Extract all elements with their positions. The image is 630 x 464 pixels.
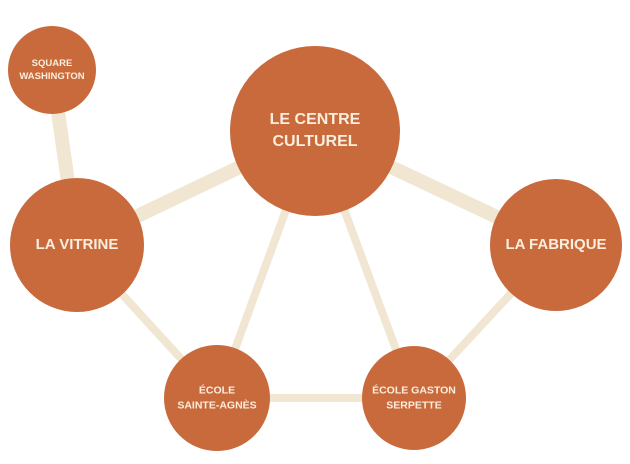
node-label: CULTUREL [272, 133, 357, 150]
nodes-layer: SQUARE WASHINGTON LE CENTRE CULTUREL LA VITR… [8, 26, 622, 451]
node-circle [8, 26, 96, 114]
node-centre-culturel: LE CENTRE CULTUREL [230, 46, 400, 216]
node-label: SERPETTE [386, 399, 441, 411]
node-label: ÉCOLE [199, 383, 235, 396]
node-square-washington: SQUARE WASHINGTON [8, 26, 96, 114]
node-label: SAINTE-AGNÈS [177, 398, 256, 411]
node-label: LA FABRIQUE [505, 236, 606, 253]
node-ecole-sainte-agnes: ÉCOLE SAINTE-AGNÈS [164, 345, 270, 451]
node-circle [490, 179, 622, 311]
node-circle [10, 178, 144, 312]
node-label: SQUARE [32, 58, 73, 69]
node-circle [362, 346, 466, 450]
node-label: ÉCOLE GASTON [372, 383, 456, 396]
node-label: LA VITRINE [36, 236, 119, 253]
node-ecole-gaston-serpette: ÉCOLE GASTON SERPETTE [362, 346, 466, 450]
node-circle [164, 345, 270, 451]
node-la-fabrique: LA FABRIQUE [490, 179, 622, 311]
node-label: WASHINGTON [19, 71, 84, 82]
node-la-vitrine: LA VITRINE [10, 178, 144, 312]
node-circle [230, 46, 400, 216]
node-label: LE CENTRE [270, 111, 361, 128]
